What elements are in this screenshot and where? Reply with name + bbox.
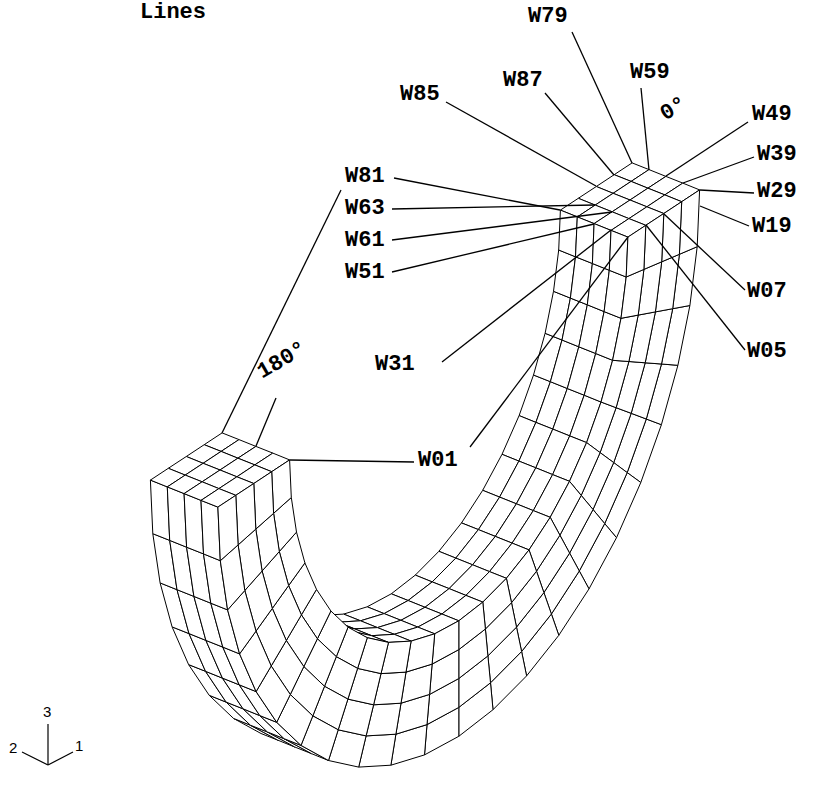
- mesh-element: [167, 487, 186, 547]
- callout-label: W05: [747, 341, 787, 363]
- leader-line: [290, 460, 414, 462]
- angle-label: 0°: [657, 94, 691, 126]
- leader-line: [700, 190, 754, 193]
- mesh-element: [201, 500, 220, 560]
- leader-line: [666, 122, 748, 176]
- leader-line: [392, 205, 595, 209]
- mesh-element: [644, 214, 664, 270]
- mesh-element: [601, 360, 629, 407]
- mesh-element: [218, 495, 238, 560]
- mesh-element: [626, 225, 646, 277]
- callout-label: W31: [375, 354, 415, 376]
- mesh-element: [576, 217, 595, 264]
- leader-line: [572, 32, 632, 163]
- axis-line: [22, 752, 48, 765]
- mesh-element: [236, 484, 256, 545]
- mesh-element: [184, 494, 203, 554]
- leader-line: [683, 157, 754, 183]
- mesh-element: [406, 634, 435, 672]
- callout-label: W85: [400, 84, 440, 106]
- mesh-element: [254, 472, 274, 529]
- leader-line: [664, 214, 745, 290]
- callout-label: W87: [503, 70, 543, 92]
- axis-label: 1: [75, 738, 83, 753]
- leader-line: [446, 102, 596, 186]
- angle-label: 180°: [254, 339, 311, 384]
- leader-line: [470, 237, 628, 447]
- mesh-element: [432, 621, 459, 664]
- figure-heading: Lines: [140, 2, 206, 24]
- callout-label: W81: [345, 166, 385, 188]
- callout-label: W79: [528, 6, 568, 28]
- mesh-element: [150, 480, 169, 540]
- axis-line: [47, 724, 48, 765]
- callout-label: W59: [630, 62, 670, 84]
- leader-line: [222, 190, 341, 433]
- leader-line: [256, 398, 276, 446]
- leader-line: [394, 178, 560, 210]
- leader-line: [700, 206, 749, 226]
- axis-triad: [22, 724, 73, 765]
- callout-label: W49: [752, 104, 792, 126]
- leader-line: [442, 230, 611, 362]
- callout-label: W07: [747, 281, 787, 303]
- leader-line: [646, 225, 745, 350]
- callout-label: W39: [757, 144, 797, 166]
- mesh-element: [662, 202, 682, 262]
- axis-line: [48, 752, 73, 765]
- axis-label: 3: [43, 704, 51, 719]
- callout-label: W61: [345, 230, 385, 252]
- mesh-element: [587, 402, 617, 453]
- mesh-element: [609, 230, 628, 277]
- leader-line: [392, 224, 594, 272]
- callout-label: W29: [757, 181, 797, 203]
- leader-line: [392, 212, 612, 240]
- mesh-element: [613, 315, 639, 361]
- mesh-element: [272, 460, 292, 513]
- callout-label: W51: [345, 262, 385, 284]
- callout-label: W63: [345, 198, 385, 220]
- callout-label: W19: [752, 216, 792, 238]
- leader-line: [641, 88, 649, 170]
- mesh-element: [483, 578, 512, 629]
- mesh-element: [506, 550, 536, 603]
- axis-label: 2: [9, 740, 17, 755]
- mesh-element: [459, 602, 486, 650]
- callout-label: W01: [418, 450, 458, 472]
